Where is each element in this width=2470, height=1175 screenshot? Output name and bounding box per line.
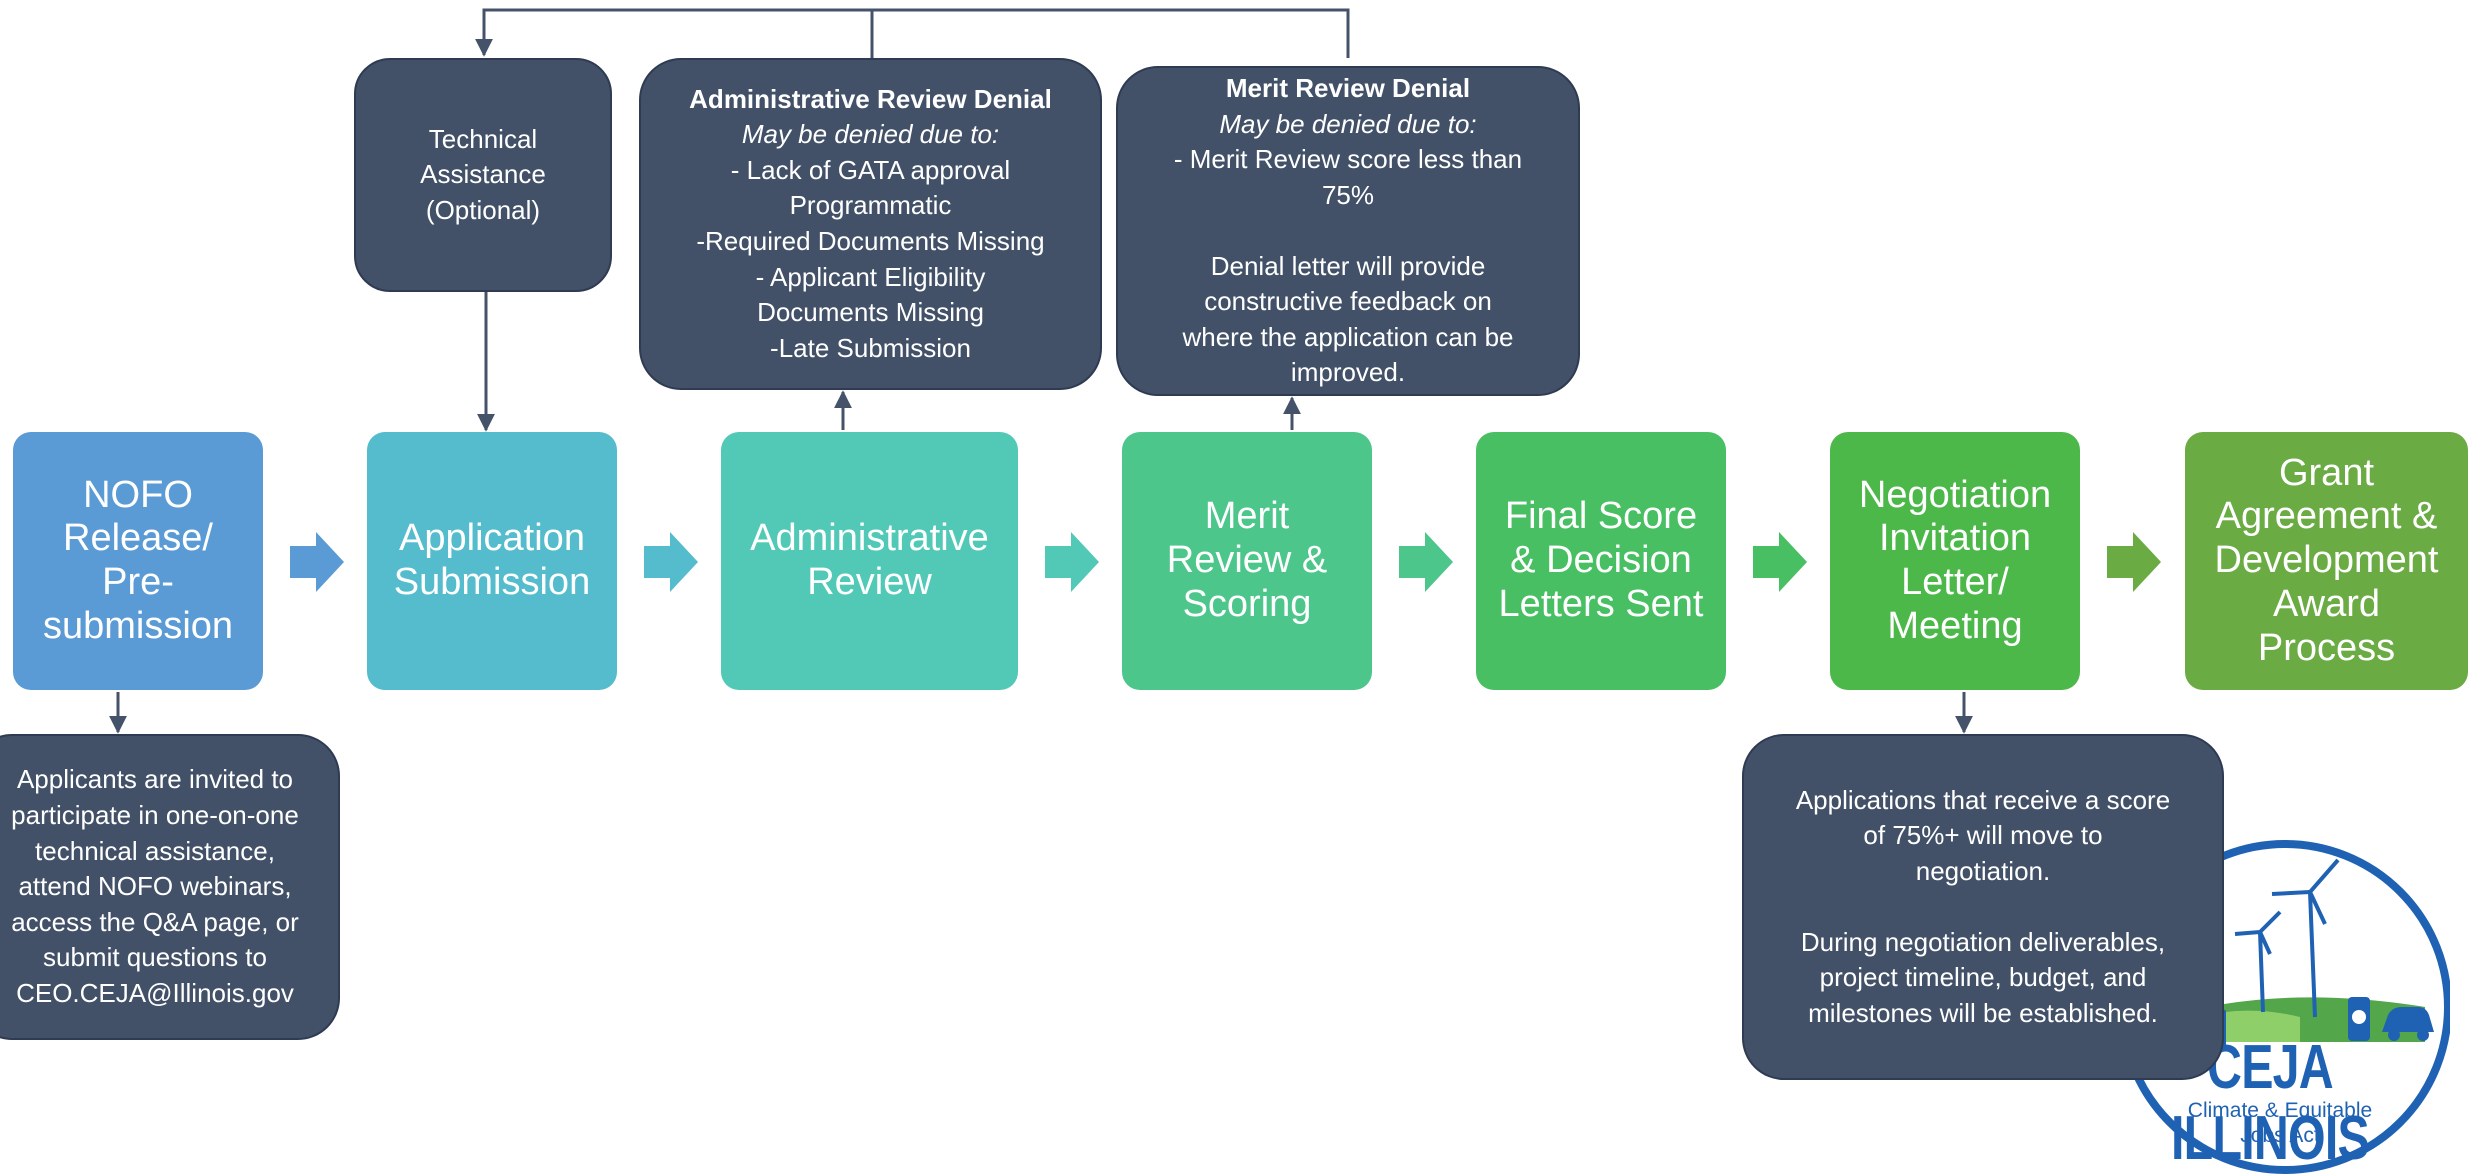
step-label: Administrative Review bbox=[750, 517, 989, 603]
note-line: improved. bbox=[1290, 357, 1406, 388]
technical-assistance-box: Technical Assistance (Optional) bbox=[354, 58, 612, 292]
step-label: Negotiation Invitation Letter/ Meeting bbox=[1858, 473, 2052, 647]
note-line: constructive feedback on bbox=[1204, 286, 1492, 317]
chevron-right-icon bbox=[2107, 532, 2161, 592]
note-line: Denial letter will provide bbox=[1210, 250, 1486, 281]
note-line: access the Q&A page, or bbox=[11, 906, 299, 937]
note-title: Merit Review Denial bbox=[1225, 73, 1471, 104]
note-line: 75% bbox=[1321, 179, 1375, 210]
note-line: participate in one-on-one bbox=[11, 799, 299, 830]
note-line: attend NOFO webinars, bbox=[18, 871, 292, 902]
chevron-right-icon bbox=[1045, 532, 1099, 592]
wind-turbine-icon bbox=[2234, 858, 2340, 1018]
logo-title: CEJA ILLINOIS bbox=[2171, 1033, 2370, 1173]
step-label: Merit Review & Scoring bbox=[1166, 495, 1328, 625]
chevron-right-icon bbox=[290, 532, 344, 592]
note-line: -Required Documents Missing bbox=[696, 226, 1045, 256]
note-line: submit questions to bbox=[42, 942, 267, 973]
step-final-score: Final Score & Decision Letters Sent bbox=[1476, 432, 1726, 690]
chevron-right-icon bbox=[644, 532, 698, 592]
presubmission-info-box: Applicants are invited to participate in… bbox=[0, 734, 340, 1040]
note-line: - Applicant Eligibility bbox=[755, 261, 986, 292]
chevron-right-icon bbox=[1399, 532, 1453, 592]
note-line: project timeline, budget, and bbox=[1819, 962, 2147, 993]
note-line: negotiation. bbox=[1915, 855, 2051, 886]
note-line: -Late Submission bbox=[770, 332, 971, 363]
step-negotiation: Negotiation Invitation Letter/ Meeting bbox=[1830, 432, 2080, 690]
note-line: CEO.CEJA@Illinois.gov bbox=[16, 978, 294, 1009]
note-subtitle: May be denied due to: bbox=[741, 119, 1000, 150]
note-line: (Optional) bbox=[425, 194, 541, 225]
feedback-connector bbox=[475, 8, 1350, 58]
note-line: During negotiation deliverables, bbox=[1800, 926, 2166, 957]
note-line: of 75%+ will move to bbox=[1863, 820, 2103, 851]
note-line: technical assistance, bbox=[35, 835, 275, 866]
chevron-right-icon bbox=[1753, 532, 1807, 592]
step-label: Final Score & Decision Letters Sent bbox=[1498, 495, 1704, 625]
logo-subtitle-line: Climate & Equitable bbox=[2187, 1099, 2373, 1122]
admin-denial-box: Administrative Review Denial May be deni… bbox=[639, 58, 1102, 390]
ev-charger-icon bbox=[2348, 997, 2370, 1041]
note-line: milestones will be established. bbox=[1808, 997, 2158, 1028]
step-grant-agreement: Grant Agreement & Development Award Proc… bbox=[2185, 432, 2468, 690]
note-line: where the application can be bbox=[1182, 321, 1514, 352]
step-nofo-release: NOFO Release/ Pre-submission bbox=[13, 432, 263, 690]
car-icon bbox=[2382, 1007, 2434, 1041]
step-application-submission: Application Submission bbox=[367, 432, 617, 690]
note-line: - Merit Review score less than bbox=[1173, 144, 1523, 175]
merit-denial-box: Merit Review Denial May be denied due to… bbox=[1116, 66, 1580, 396]
step-label: Grant Agreement & Development Award Proc… bbox=[2214, 451, 2439, 669]
step-label: Application Submission bbox=[393, 517, 591, 603]
step-label: NOFO Release/ Pre-submission bbox=[42, 473, 234, 647]
note-line: Applications that receive a score bbox=[1795, 784, 2171, 815]
step-administrative-review: Administrative Review bbox=[721, 432, 1018, 690]
note-line: Assistance bbox=[420, 159, 546, 190]
logo-subtitle: Climate & Equitable Jobs Act bbox=[2160, 1098, 2400, 1148]
note-line: Programmatic bbox=[789, 190, 952, 221]
step-merit-review: Merit Review & Scoring bbox=[1122, 432, 1372, 690]
note-line: - Lack of GATA approval bbox=[730, 154, 1011, 185]
note-line: Documents Missing bbox=[757, 297, 984, 328]
note-title: Administrative Review Denial bbox=[689, 83, 1052, 114]
note-subtitle: May be denied due to: bbox=[1219, 108, 1477, 139]
negotiation-info-box: Applications that receive a score of 75%… bbox=[1742, 734, 2224, 1080]
note-line: Technical bbox=[428, 123, 538, 154]
note-line: Applicants are invited to bbox=[16, 764, 294, 795]
logo-subtitle-line: Jobs Act bbox=[2240, 1124, 2320, 1148]
